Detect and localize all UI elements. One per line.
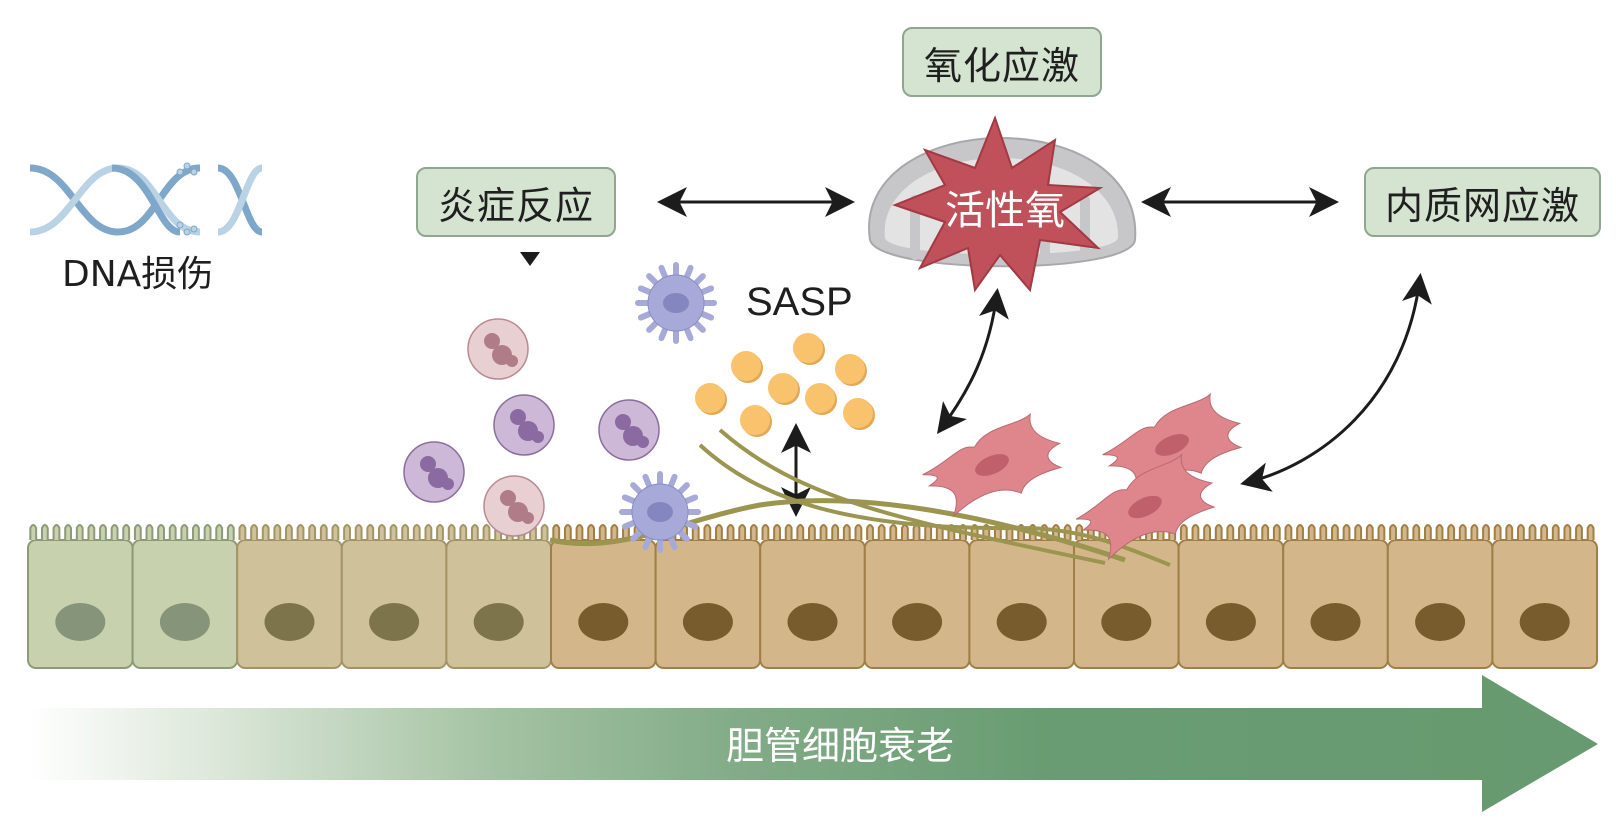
cell-nucleus — [996, 603, 1047, 641]
macrophage-cell-icon — [635, 262, 717, 344]
sasp-particle-icon — [731, 351, 763, 383]
epithelial-cell — [131, 524, 239, 669]
fibroblast-cell-icon — [1075, 453, 1216, 561]
neutrophil-group — [403, 318, 660, 537]
epithelial-cell — [445, 524, 552, 669]
cell-nucleus — [369, 603, 420, 641]
epithelial-cell — [968, 524, 1076, 669]
epithelial-cell — [759, 524, 866, 669]
fibroblast-group — [922, 392, 1243, 561]
epithelial-cell — [340, 524, 448, 669]
macrophage-cell-icon — [619, 471, 701, 553]
sasp-particle-icon — [835, 354, 867, 386]
arrow-er-fibroblast — [1240, 273, 1432, 492]
epithelial-cell — [1491, 524, 1599, 669]
cell-nucleus — [1101, 603, 1152, 641]
neutrophil-cell-icon — [403, 441, 465, 503]
epithelium — [27, 524, 1599, 669]
sasp-particle-icon — [793, 333, 825, 365]
epithelial-cell — [863, 524, 971, 669]
epithelial-cell — [1386, 524, 1494, 669]
sasp-particle-icon — [843, 398, 875, 430]
neutrophil-cell-icon — [598, 399, 660, 461]
sasp-particle-icon — [805, 383, 837, 415]
oxidative-stress-box: 氧化应激 — [902, 27, 1102, 97]
sasp-particle-icon — [740, 405, 772, 437]
cell-nucleus — [682, 603, 733, 641]
neutrophil-cell-icon — [493, 394, 555, 456]
fibroblast-cell-icon — [1102, 392, 1243, 498]
neutrophil-cell-icon — [467, 318, 529, 380]
fibroblast-cell-icon — [922, 412, 1063, 518]
cell-nucleus — [578, 603, 629, 641]
er-stress-label: 内质网应激 — [1384, 183, 1580, 228]
sasp-particle-group — [695, 333, 875, 437]
arrowhead-down — [520, 252, 540, 266]
aging-progress-arrow — [28, 675, 1598, 812]
ros-label: 活性氧 — [945, 188, 1065, 234]
cell-nucleus — [159, 603, 210, 641]
epithelial-cell — [550, 524, 657, 669]
er-stress-box: 内质网应激 — [1364, 167, 1601, 237]
cell-nucleus — [1415, 603, 1466, 641]
dna-damage-label: DNA损伤 — [62, 254, 214, 295]
cell-nucleus — [473, 603, 524, 641]
sasp-label: SASP — [746, 280, 853, 324]
sasp-particle-icon — [768, 373, 800, 405]
cell-nucleus — [1310, 603, 1361, 641]
epithelial-cell — [236, 524, 343, 669]
starburst-icon — [892, 115, 1104, 293]
cell-nucleus — [264, 603, 315, 641]
cell-nucleus — [55, 603, 106, 641]
arrow-ros-fibroblast — [937, 288, 1009, 435]
macrophage-group — [619, 262, 717, 553]
inflammation-box: 炎症反应 — [416, 167, 616, 237]
cell-nucleus — [892, 603, 943, 641]
neutrophil-cell-icon — [483, 475, 545, 537]
cell-nucleus — [1519, 603, 1570, 641]
epithelial-cell — [1177, 524, 1285, 669]
dna-helix-icon — [29, 162, 264, 236]
inflammation-label: 炎症反应 — [437, 183, 594, 228]
sasp-particle-icon — [695, 383, 727, 415]
epithelial-cell — [27, 524, 134, 669]
epithelial-cell — [1282, 524, 1389, 669]
cell-nucleus — [1205, 603, 1256, 641]
cholangiocyte-senescence-label: 胆管细胞衰老 — [725, 724, 954, 768]
oxidative-stress-label: 氧化应激 — [923, 43, 1080, 88]
cell-nucleus — [787, 603, 838, 641]
